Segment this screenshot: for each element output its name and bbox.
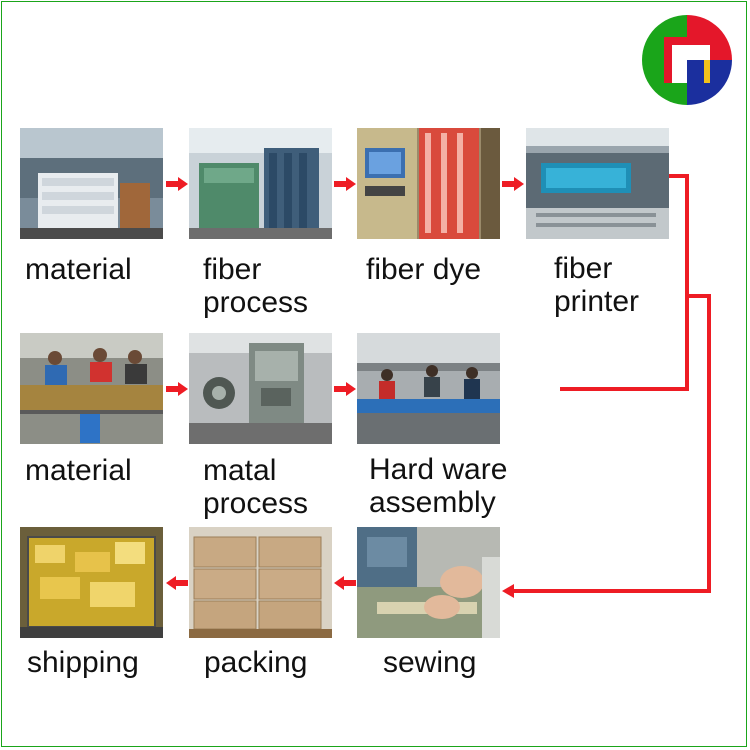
photo-sewing (357, 527, 500, 638)
arrow-right-icon (334, 382, 356, 396)
arrow-right-icon (502, 177, 524, 191)
photo-fiber-printer (526, 128, 669, 239)
step-label-fiber-printer-line2: printer (554, 285, 640, 318)
step-label-material-1: material (25, 253, 132, 286)
arrow-right-icon (166, 382, 188, 396)
step-label-fiber-process-line2: process (203, 286, 309, 319)
photo-fiber-process (189, 128, 332, 239)
photo-metal-process (189, 333, 332, 444)
photo-material-warehouse (20, 128, 163, 239)
step-label-hardware-assembly-line2: assembly (369, 486, 496, 519)
step-label-metal-process-line1: matal (203, 454, 277, 487)
step-label-fiber-process-line1: fiber (203, 253, 262, 286)
arrow-right-icon (166, 177, 188, 191)
step-label-material-2: material (25, 454, 132, 487)
step-label-hardware-assembly-line1: Hard ware (369, 453, 508, 486)
photo-hardware-assembly (357, 333, 500, 444)
arrow-left-icon (334, 576, 356, 590)
step-label-metal-process-line2: process (203, 487, 309, 520)
step-label-packing: packing (204, 646, 308, 679)
step-label-sewing: sewing (383, 646, 477, 679)
photo-shipping (20, 527, 163, 638)
photo-fiber-dye (357, 128, 500, 239)
photo-packing (189, 527, 332, 638)
step-label-fiber-dye: fiber dye (366, 253, 482, 286)
step-label-shipping: shipping (27, 646, 139, 679)
arrow-right-icon (334, 177, 356, 191)
arrow-left-icon (166, 576, 188, 590)
photo-material-workers (20, 333, 163, 444)
company-logo (642, 15, 732, 105)
step-label-fiber-printer-line1: fiber (554, 252, 613, 285)
